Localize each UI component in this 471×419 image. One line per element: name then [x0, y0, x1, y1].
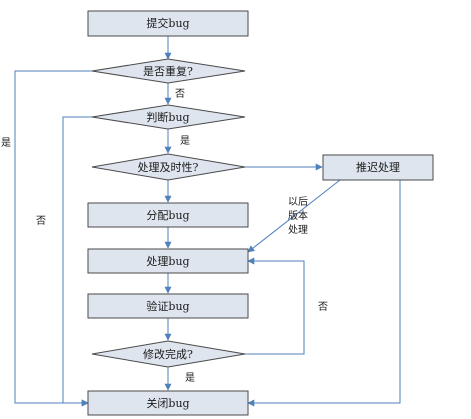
edge-defer-to-handle: [247, 179, 341, 253]
process-box: [87, 248, 249, 274]
node-label: 是否重复?: [143, 64, 193, 78]
edge-judge-no-to-close: [62, 116, 92, 407]
edge-fixcheck-no-to-handle: [245, 257, 305, 355]
edge-label-later-line2: 版本: [288, 209, 308, 222]
decision-diamond: [91, 340, 246, 368]
node-label: 处理bug: [146, 255, 189, 268]
decision-diamond: [91, 58, 246, 84]
edge-label-duplicate-yes: 是: [1, 137, 11, 149]
decision-diamond: [91, 104, 246, 130]
edge-label-judge-no: 否: [36, 215, 46, 227]
node-handle-bug[interactable]: 处理bug: [87, 248, 249, 274]
edge-defer-to-close: [247, 180, 401, 407]
node-label: 处理及时性?: [138, 160, 199, 174]
edge-label-fix-no: 否: [318, 301, 328, 313]
process-box: [87, 10, 249, 37]
node-label: 推迟处理: [356, 160, 400, 174]
node-defer[interactable]: 推迟处理: [322, 154, 434, 181]
edge-label-judge-yes: 是: [180, 135, 190, 147]
node-timeliness-check[interactable]: 处理及时性?: [91, 153, 246, 181]
decision-diamond: [91, 153, 246, 181]
node-close-bug[interactable]: 关闭bug: [87, 390, 249, 416]
process-box: [87, 202, 249, 228]
node-label: 分配bug: [146, 209, 189, 222]
node-label: 验证bug: [146, 299, 189, 313]
process-box: [322, 154, 434, 181]
edge-label-fix-yes: 是: [185, 372, 195, 384]
edge-label-later-line1: 以后: [288, 196, 308, 208]
node-label: 修改完成?: [143, 347, 193, 361]
edge-label-later-line3: 处理: [288, 224, 308, 236]
edge-duplicate-yes-to-close: [14, 70, 92, 407]
node-judge-bug[interactable]: 判断bug: [91, 104, 246, 130]
process-box: [87, 390, 249, 416]
node-label: 提交bug: [146, 16, 189, 30]
node-assign-bug[interactable]: 分配bug: [87, 202, 249, 228]
node-submit-bug[interactable]: 提交bug: [87, 10, 249, 37]
edge-labels: 否 是 是 否 以后 版本 处理 否 是: [1, 88, 328, 384]
node-verify-bug[interactable]: 验证bug: [87, 293, 249, 319]
node-fix-done-check[interactable]: 修改完成?: [91, 340, 246, 368]
process-box: [87, 293, 249, 319]
nodes: 提交bug 是否重复? 判断bug 处理及时性? 推迟处理: [87, 10, 434, 416]
edge-label-duplicate-no: 否: [175, 88, 185, 100]
node-label: 判断bug: [146, 110, 189, 124]
node-duplicate-check[interactable]: 是否重复?: [91, 58, 246, 84]
node-label: 关闭bug: [146, 396, 189, 410]
edges: [14, 36, 401, 407]
